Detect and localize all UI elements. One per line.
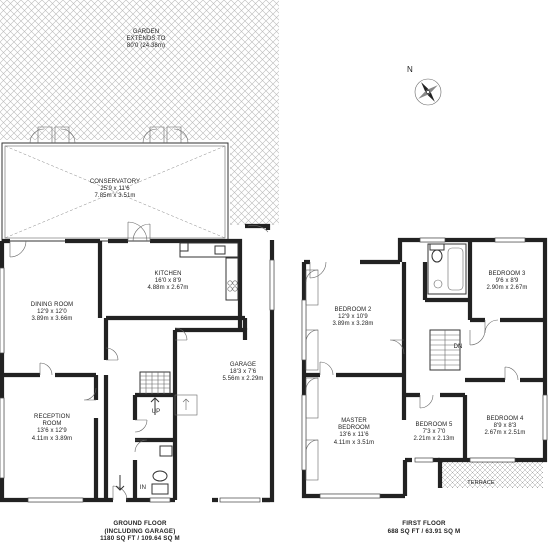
terrace-area bbox=[440, 462, 543, 488]
first-staircase bbox=[429, 329, 461, 371]
marker-dn: DN bbox=[453, 344, 463, 350]
compass-rose-icon bbox=[414, 78, 442, 106]
marker-in: IN bbox=[139, 485, 147, 491]
first-floor-plan bbox=[301, 237, 548, 499]
room-label-garage: GARAGE 18'3 x 7'6 5.56m x 2.29m bbox=[222, 362, 264, 383]
room-label-bedroom-3: BEDROOM 3 9'6 x 8'9 2.90m x 2.67m bbox=[486, 271, 528, 292]
ground-staircase bbox=[139, 371, 171, 415]
first-floor-caption: FIRST FLOOR 688 SQ FT / 63.91 SQ M bbox=[387, 520, 461, 535]
room-label-master-bedroom: MASTER BEDROOM 13'6 x 11'6 4.11m x 3.51m bbox=[333, 418, 375, 446]
compass-letter: N bbox=[407, 65, 413, 74]
marker-up: UP bbox=[151, 409, 161, 415]
room-label-dining-room: DINING ROOM 12'9 x 12'0 3.89m x 3.66m bbox=[30, 302, 74, 323]
room-label-bedroom-5: BEDROOM 5 7'3 x 7'0 2.21m x 2.13m bbox=[413, 422, 455, 443]
ground-floor-caption: GROUND FLOOR (INCLUDING GARAGE) 1180 SQ … bbox=[100, 520, 180, 543]
room-label-kitchen: KITCHEN 16'0 x 8'9 4.88m x 2.67m bbox=[147, 271, 189, 292]
room-label-reception-room: RECEPTION ROOM 13'6 x 12'9 4.11m x 3.89m bbox=[31, 414, 73, 442]
room-label-bedroom-4: BEDROOM 4 8'9 x 8'3 2.67m x 2.51m bbox=[484, 416, 526, 437]
entrance-arrow-icon bbox=[115, 475, 125, 491]
room-label-bedroom-2: BEDROOM 2 12'9 x 10'9 3.89m x 3.28m bbox=[332, 307, 374, 328]
room-label-conservatory: CONSERVATORY 25'9 x 11'6 7.85m x 3.51m bbox=[89, 179, 141, 200]
garden-label: GARDEN EXTENDS TO 80'0 (24.38m) bbox=[126, 29, 166, 50]
ground-floor-plan bbox=[0, 126, 275, 503]
terrace-label: TERRACE bbox=[467, 480, 495, 486]
